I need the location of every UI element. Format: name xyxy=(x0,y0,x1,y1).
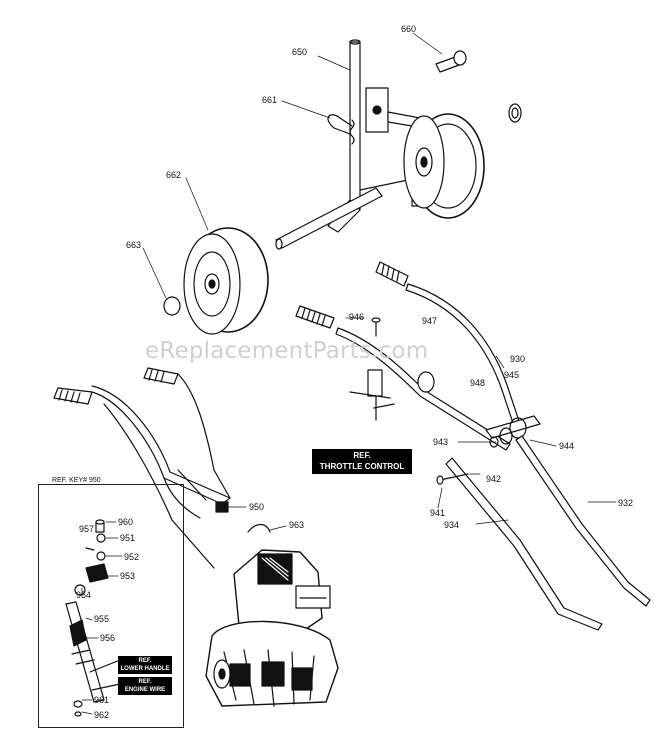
ref-lower-handle-tag: REF. LOWER HANDLE xyxy=(118,656,172,674)
axle-tube xyxy=(275,187,383,250)
part-label-943: 943 xyxy=(433,437,449,447)
lower-handle-932 xyxy=(515,435,651,607)
part-label-660: 660 xyxy=(401,24,417,34)
part-label-962: 962 xyxy=(94,710,110,720)
part-label-661: 661 xyxy=(262,95,278,105)
part-label-963: 963 xyxy=(289,520,305,530)
ref-lower-line1: REF. xyxy=(138,658,152,664)
lower-handle-934 xyxy=(445,457,603,631)
part-label-956: 956 xyxy=(100,633,116,643)
part-label-955: 955 xyxy=(94,614,110,624)
grip-top xyxy=(375,261,409,287)
wheel-bracket-650 xyxy=(327,39,421,233)
hubcap-663 xyxy=(163,296,181,316)
part-label-932: 932 xyxy=(618,498,634,508)
part-label-950: 950 xyxy=(249,502,265,512)
bolt-941 xyxy=(436,473,469,485)
part-label-930: 930 xyxy=(510,354,526,364)
part-label-934: 934 xyxy=(444,520,460,530)
throttle-control-ref xyxy=(349,369,395,421)
part-label-650: 650 xyxy=(292,47,308,57)
upper-handle-948 xyxy=(335,327,511,451)
part-label-951: 951 xyxy=(120,533,136,543)
part-label-953: 953 xyxy=(120,571,136,581)
leader-lines-tiller xyxy=(227,506,287,531)
part-label-662: 662 xyxy=(166,170,182,180)
part-label-947: 947 xyxy=(422,316,438,326)
part-label-954: 954 xyxy=(76,590,92,600)
leader-lines-top xyxy=(142,32,443,299)
inset-parts xyxy=(65,519,121,717)
screw-947 xyxy=(371,317,381,337)
part-label-945: 945 xyxy=(504,370,520,380)
ref-lower-line2: LOWER HANDLE xyxy=(120,666,170,672)
wheel-left-662 xyxy=(183,227,269,335)
watermark-text: eReplacementParts.com xyxy=(145,338,429,364)
ref-engine-line2: ENGINE WIRE xyxy=(124,687,166,693)
wheel-right xyxy=(403,113,485,219)
part-label-957: 957 xyxy=(79,524,95,534)
part-label-952: 952 xyxy=(124,552,140,562)
inset-frame xyxy=(38,484,184,728)
ref-throttle-control-tag: REF. THROTTLE CONTROL xyxy=(312,449,412,474)
leader-lines-inset xyxy=(81,521,123,715)
ref-throttle-line1: REF. xyxy=(353,451,371,460)
hubcap-right xyxy=(508,103,522,123)
part-label-941: 941 xyxy=(430,508,446,518)
part-label-961: 961 xyxy=(94,695,110,705)
part-label-663: 663 xyxy=(126,240,142,250)
ref-engine-line1: REF. xyxy=(138,679,152,685)
part-label-948: 948 xyxy=(470,378,486,388)
ref-throttle-line2: THROTTLE CONTROL xyxy=(319,462,405,471)
part-label-946: 946 xyxy=(349,312,365,322)
part-label-942: 942 xyxy=(486,474,502,484)
leader-lines-handle xyxy=(345,317,617,525)
tiller-handles xyxy=(53,367,231,569)
ref-engine-wire-tag: REF. ENGINE WIRE xyxy=(118,677,172,695)
tiller-engine xyxy=(233,549,331,641)
part-label-960: 960 xyxy=(118,517,134,527)
tiller-tines xyxy=(205,620,339,707)
inset-title: REF. KEY# 950 xyxy=(50,477,103,484)
hairpin-661 xyxy=(327,114,353,135)
grip-946 xyxy=(295,305,335,329)
bolt-660 xyxy=(435,50,467,73)
part-label-944: 944 xyxy=(559,441,575,451)
